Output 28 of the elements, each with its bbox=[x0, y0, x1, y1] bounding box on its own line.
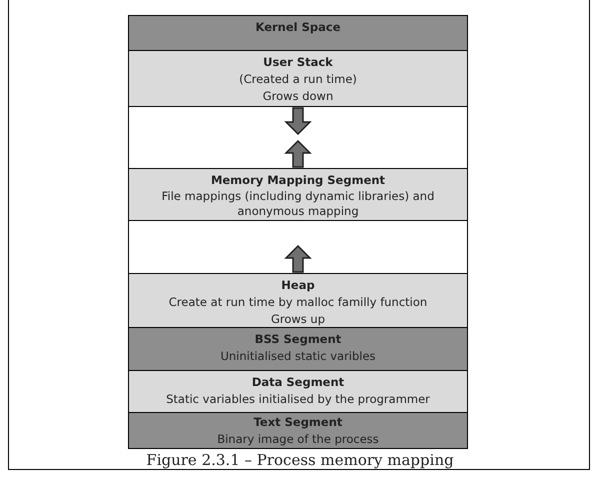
segment-title: BSS Segment bbox=[254, 331, 342, 348]
figure-caption: Figure 2.3.1 – Process memory mapping bbox=[145, 451, 455, 469]
free-space-band bbox=[128, 220, 468, 274]
memory-segment bbox=[128, 327, 468, 371]
memory-segment bbox=[128, 168, 468, 221]
segment-description: Binary image of the process bbox=[217, 431, 379, 448]
segment-description: Grows down bbox=[262, 88, 334, 105]
free-space-band bbox=[128, 106, 468, 169]
segment-title: Data Segment bbox=[252, 374, 344, 391]
segment-title: Heap bbox=[281, 277, 315, 294]
memory-segment bbox=[128, 370, 468, 413]
memory-segment bbox=[128, 15, 468, 52]
memory-segment bbox=[128, 412, 468, 449]
segment-description: Grows up bbox=[270, 311, 326, 328]
segment-title: Text Segment bbox=[254, 414, 342, 431]
block-arrow bbox=[284, 140, 312, 168]
segment-title: Kernel Space bbox=[255, 19, 340, 36]
segment-title: Memory Mapping Segment bbox=[210, 172, 386, 189]
segment-description: Static variables initialised by the programmer bbox=[166, 391, 430, 408]
segment-description: (Created a run time) bbox=[239, 71, 357, 88]
segment-description: Create at run time by malloc familly function bbox=[168, 294, 428, 311]
block-arrow bbox=[284, 107, 312, 135]
memory-segment bbox=[128, 50, 468, 107]
segment-description: Uninitialised static varibles bbox=[220, 348, 376, 365]
segment-description: File mappings (including dynamic libraries) and anonymous mapping bbox=[160, 189, 436, 219]
memory-segment bbox=[128, 273, 468, 328]
segment-title: User Stack bbox=[263, 54, 333, 71]
block-arrow bbox=[284, 245, 312, 273]
